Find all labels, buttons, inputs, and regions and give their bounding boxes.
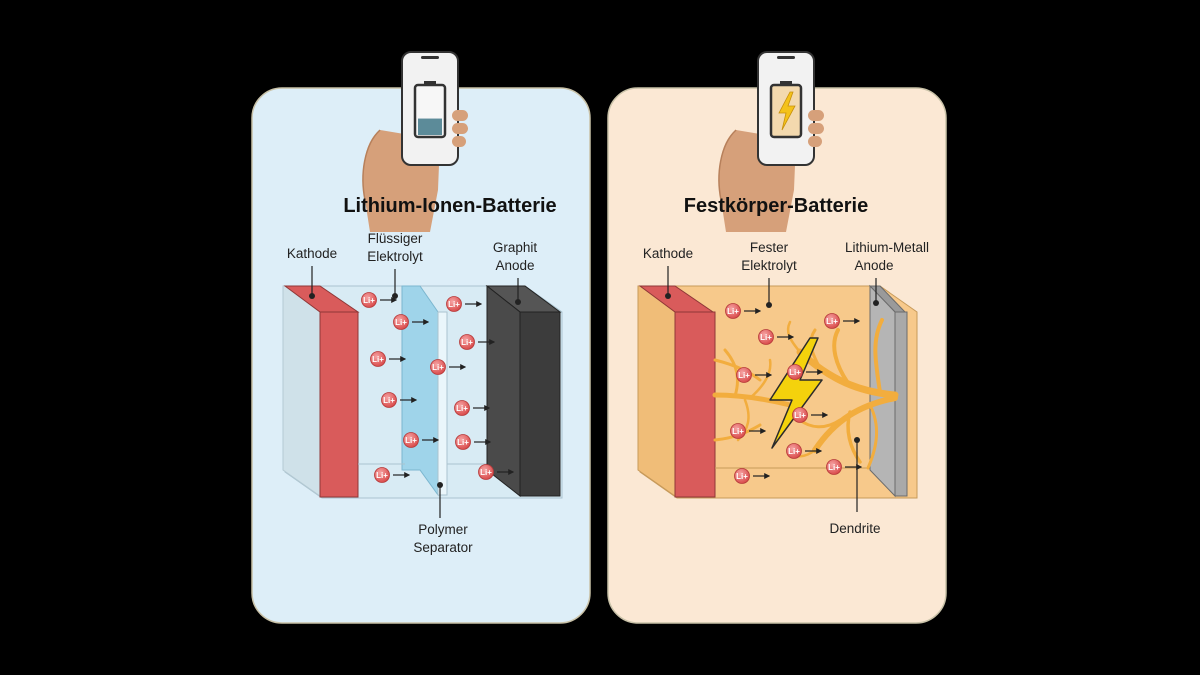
left-li-ion-12: Li+ (478, 464, 515, 480)
right-li-ion-2: Li+ (824, 313, 861, 329)
left-cathode-label: Kathode (287, 246, 337, 261)
solid-electrolyte-label-2: Elektrolyt (741, 258, 797, 273)
graphite-anode-side (486, 284, 521, 498)
left-li-ion-9: Li+ (403, 432, 440, 448)
lithium-metal-anode-label-2: Anode (854, 258, 893, 273)
right-li-ion-7: Li+ (730, 423, 767, 439)
right-li-ion-5: Li+ (787, 364, 824, 380)
svg-text:Li+: Li+ (788, 447, 800, 456)
svg-text:Li+: Li+ (727, 307, 739, 316)
svg-text:Li+: Li+ (738, 371, 750, 380)
lithium-metal-anode-label-1: Lithium-Metall (845, 240, 929, 255)
fingers-right (808, 110, 824, 147)
left-electrolyte-label-1: Flüssiger (368, 231, 423, 246)
svg-text:Li+: Li+ (826, 317, 838, 326)
right-li-ion-1: Li+ (725, 303, 762, 319)
right-li-ion-4: Li+ (736, 367, 773, 383)
svg-text:Li+: Li+ (405, 436, 417, 445)
right-ion-group: Li+ Li+ Li+ Li+ Li+ Li+ Li+ Li+ Li+ Li+ (725, 303, 863, 484)
svg-text:Li+: Li+ (432, 363, 444, 372)
graphite-anode-label-2: Anode (495, 258, 534, 273)
svg-text:Li+: Li+ (736, 472, 748, 481)
left-panel: Lithium-Ionen-Batterie Kathode Flüssiger… (251, 51, 591, 624)
svg-text:Li+: Li+ (760, 333, 772, 342)
right-li-ion-9: Li+ (734, 468, 771, 484)
svg-text:Li+: Li+ (376, 471, 388, 480)
right-panel-title: Festkörper-Batterie (684, 195, 869, 217)
polymer-separator (401, 285, 439, 497)
left-li-ion-4: Li+ (370, 351, 407, 367)
svg-text:Li+: Li+ (372, 355, 384, 364)
battery-level-fill (418, 118, 442, 135)
right-li-ion-8: Li+ (786, 443, 823, 459)
cathode-front (319, 311, 359, 498)
svg-text:Li+: Li+ (448, 300, 460, 309)
left-panel-title: Lithium-Ionen-Batterie (343, 195, 556, 217)
right-li-ion-6: Li+ (792, 407, 829, 423)
separator-label-2: Separator (413, 540, 473, 555)
right-li-ion-10: Li+ (826, 459, 863, 475)
right-panel: Festkörper-Batterie (607, 51, 947, 624)
lithium-ion-cell (282, 284, 563, 499)
battery-icon (769, 81, 803, 139)
fingers-right (452, 110, 468, 147)
right-li-ion-3: Li+ (758, 329, 795, 345)
cathode-side (282, 285, 321, 497)
svg-text:Li+: Li+ (794, 411, 806, 420)
battery-icon (413, 81, 447, 139)
svg-text:Li+: Li+ (383, 396, 395, 405)
left-ion-group: Li+ Li+ Li+ Li+ Li+ Li+ Li+ Li+ Li+ Li+ Li+ Li+ (361, 292, 515, 483)
solid-electrolyte-label-1: Fester (750, 240, 789, 255)
left-li-ion-5: Li+ (430, 359, 467, 375)
left-li-ion-8: Li+ (454, 400, 491, 416)
svg-text:Li+: Li+ (456, 404, 468, 413)
left-electrolyte-label-2: Elektrolyt (367, 249, 423, 264)
graphite-anode-label-1: Graphit (493, 240, 538, 255)
left-li-ion-11: Li+ (374, 467, 411, 483)
left-li-ion-3: Li+ (446, 296, 483, 312)
lightning-icon (778, 91, 796, 131)
svg-text:Li+: Li+ (363, 296, 375, 305)
lithium-metal-anode-front (894, 311, 908, 497)
svg-text:Li+: Li+ (461, 338, 473, 347)
separator-label-1: Polymer (418, 522, 468, 537)
svg-text:Li+: Li+ (789, 368, 801, 377)
left-li-ion-2: Li+ (393, 314, 430, 330)
svg-text:Li+: Li+ (457, 438, 469, 447)
dendrite-label: Dendrite (829, 521, 880, 536)
graphite-anode-front (519, 311, 561, 497)
svg-text:Li+: Li+ (395, 318, 407, 327)
right-cathode-label: Kathode (643, 246, 693, 261)
left-li-ion-10: Li+ (455, 434, 492, 450)
left-li-ion-6: Li+ (459, 334, 496, 350)
left-li-ion-1: Li+ (361, 292, 398, 308)
cathode-front (674, 311, 716, 498)
svg-text:Li+: Li+ (828, 463, 840, 472)
svg-text:Li+: Li+ (480, 468, 492, 477)
left-li-ion-7: Li+ (381, 392, 418, 408)
svg-text:Li+: Li+ (732, 427, 744, 436)
